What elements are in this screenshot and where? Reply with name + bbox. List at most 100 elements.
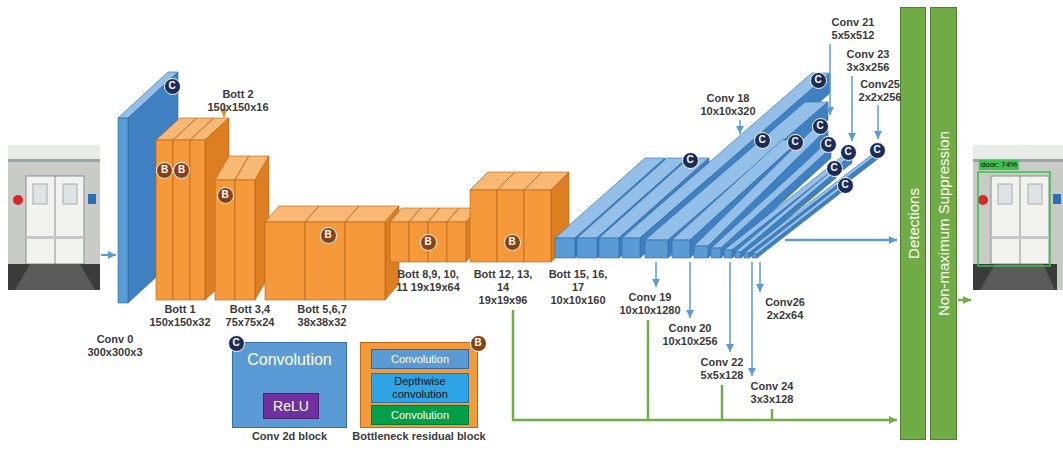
layer-badge: C <box>228 335 245 352</box>
layer-label: Bott 12, 13, <box>474 268 533 281</box>
badge-letter: B <box>161 165 168 175</box>
layer-label: Conv 18 <box>707 92 750 105</box>
layer-label: 38x38x32 <box>298 316 347 329</box>
photo-wall <box>8 145 100 290</box>
layer-side <box>757 184 847 258</box>
layer-label: Conv 24 <box>751 380 794 393</box>
badge-letter: C <box>816 121 823 131</box>
legend-layer-box: Depthwise convolution <box>371 373 469 403</box>
layer-badge: C <box>810 72 827 89</box>
badge-letter: C <box>232 338 239 348</box>
layer-label: 14 <box>497 281 509 294</box>
layer-front <box>524 190 551 262</box>
layer-label: Conv 21 <box>832 16 875 29</box>
photo-floor <box>980 264 1055 290</box>
layer-front <box>447 222 466 262</box>
layer-front <box>735 252 741 258</box>
layer-label: 10x10x320 <box>700 105 755 118</box>
layer-label: 3x3x128 <box>751 393 794 406</box>
feature-line <box>721 385 724 420</box>
photo-floor <box>973 264 1057 290</box>
layer-badge: C <box>840 144 857 161</box>
legend-text: ReLU <box>273 398 309 414</box>
layer-label: 150x150x32 <box>149 316 210 329</box>
leader-line <box>759 262 761 292</box>
layer-badge: C <box>820 136 837 153</box>
layer-badge: C <box>826 160 843 177</box>
badge-letter: C <box>841 180 848 190</box>
photo-door <box>991 176 1049 264</box>
badge-letter: B <box>324 230 331 240</box>
layer-front <box>235 180 255 300</box>
photo-door <box>26 176 84 264</box>
leader-line <box>655 262 657 287</box>
layer-badge: C <box>812 118 829 135</box>
layer-badge: C <box>787 134 804 151</box>
band-label: Non-maximum Suppression <box>935 131 952 316</box>
layer-badge: B <box>173 162 190 179</box>
layer-front <box>622 238 640 258</box>
layer-label: 3x3x256 <box>847 61 890 74</box>
legend-heading: Conv 2d block <box>252 430 327 443</box>
layer-top <box>752 184 847 254</box>
badge-letter: B <box>424 237 431 247</box>
layer-label: Conv 22 <box>701 356 744 369</box>
layer-badge: C <box>754 132 771 149</box>
layer-front <box>265 222 305 300</box>
photo-sign <box>1053 194 1061 204</box>
photo-sign <box>88 194 96 204</box>
layer-label: Bott 8,9, 10, <box>397 268 459 281</box>
leader-line <box>829 44 831 115</box>
badge-letter: B <box>508 237 515 247</box>
layer-front <box>470 190 497 262</box>
layer-label: Bott 15, 16, <box>549 268 608 281</box>
leader-line <box>751 262 753 376</box>
badge-letter: C <box>830 163 837 173</box>
legend-layer-box: Convolution <box>371 405 469 425</box>
legend-text: Convolution <box>233 351 346 369</box>
layer-label: 10x10x256 <box>662 335 717 348</box>
layer-badge: B <box>156 162 173 179</box>
badge-letter: B <box>474 338 481 348</box>
layer-label: Bott 2 <box>222 88 253 101</box>
legend-heading: Bottleneck residual block <box>352 430 485 443</box>
photo-window <box>33 184 47 204</box>
flow-arrow <box>958 299 971 302</box>
bounding-box <box>978 172 1050 266</box>
layer-badge: B <box>420 234 437 251</box>
layer-label: Bott 1 <box>164 303 195 316</box>
badge-letter: C <box>791 137 798 147</box>
legend-text: Convolution <box>391 353 449 366</box>
layer-label: Conv25 <box>860 78 900 91</box>
photo-floor <box>15 264 95 290</box>
layer-side <box>640 73 830 258</box>
feature-line <box>647 320 650 420</box>
leader-line <box>877 105 879 139</box>
layer-label: 17 <box>572 281 584 294</box>
layer-top <box>724 155 852 250</box>
layer-badge: C <box>837 177 854 194</box>
layer-front <box>345 222 385 300</box>
photo-ceiling <box>8 145 100 159</box>
photo-window <box>63 184 77 204</box>
layer-front <box>744 253 749 258</box>
layer-label: 5x5x512 <box>832 29 875 42</box>
layer-badge: B <box>470 335 487 352</box>
feature-line <box>513 310 897 420</box>
feature-line <box>771 409 774 420</box>
layer-label: 10x10x1280 <box>619 304 680 317</box>
layer-front <box>497 190 524 262</box>
layer-label: Conv 19 <box>629 291 672 304</box>
layer-front <box>555 238 575 258</box>
layer-label: 300x300x3 <box>87 346 142 359</box>
photo-sign <box>13 195 23 205</box>
layer-label: Bott 5,6,7 <box>297 303 347 316</box>
layer-front <box>190 140 205 300</box>
legend-box: Bottleneck residual blockBConvolutionDep… <box>360 342 478 428</box>
layer-label: Conv26 <box>765 296 805 309</box>
photo-ceiling <box>973 145 1063 159</box>
layer-front <box>156 140 173 300</box>
badge-letter: B <box>221 190 228 200</box>
badge-letter: B <box>178 165 185 175</box>
layer-label: 2x2x256 <box>859 91 902 104</box>
